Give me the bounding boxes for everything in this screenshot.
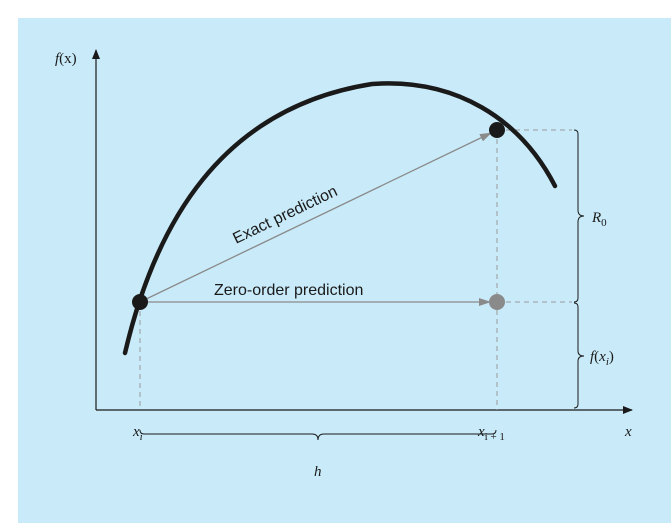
xi1-tick-label: xi + 1: [477, 424, 505, 443]
zero-order-prediction-point: [489, 294, 505, 310]
xi-tick-label: xi: [132, 424, 143, 443]
fxi-label: f(xi): [590, 349, 614, 368]
start-point: [132, 294, 148, 310]
remainder-label: R0: [591, 210, 607, 229]
exact-prediction-arrow: [139, 132, 492, 303]
step-brace: [139, 429, 497, 441]
exact-value-point: [489, 122, 505, 138]
exact-prediction-label: Exact prediction: [230, 183, 340, 248]
figure-background: [18, 18, 671, 523]
zero-order-prediction-label: Zero-order prediction: [214, 282, 363, 299]
function-curve: [122, 81, 558, 356]
step-label: h: [314, 464, 322, 480]
remainder-brace: [573, 129, 585, 303]
x-axis-label: x: [624, 424, 632, 440]
y-axis-label: f(x): [55, 51, 77, 67]
fxi-brace: [573, 302, 585, 409]
